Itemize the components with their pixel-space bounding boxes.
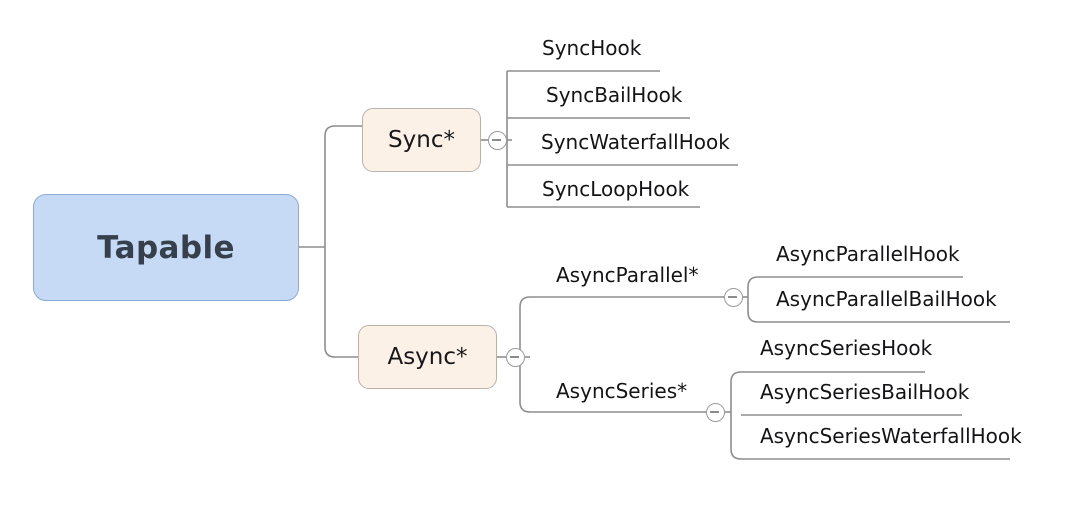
collapse-minus-icon-asyncseries[interactable] — [706, 403, 725, 422]
leaf-asyncserieswaterfallhook[interactable]: AsyncSeriesWaterfallHook — [760, 426, 1022, 452]
node-sync[interactable]: Sync* — [362, 108, 481, 172]
leaf-synchook[interactable]: SyncHook — [542, 38, 641, 64]
corner-asyncserieshook — [730, 371, 742, 383]
corner-asyncserieswaterfallhook — [730, 448, 742, 460]
corner-asyncparallelhook — [747, 276, 759, 288]
leaf-syncbailhook-label: SyncBailHook — [546, 83, 683, 107]
subbranch-asyncparallel-label: AsyncParallel* — [556, 263, 699, 287]
subbranch-asyncseries[interactable]: AsyncSeries* — [556, 381, 687, 407]
leaf-synchook-label: SyncHook — [542, 36, 642, 60]
leaf-syncwaterfallhook[interactable]: SyncWaterfallHook — [541, 132, 730, 158]
leaf-syncbailhook[interactable]: SyncBailHook — [546, 85, 682, 111]
subbranch-asyncseries-label: AsyncSeries* — [556, 379, 688, 403]
node-sync-label: Sync* — [388, 127, 455, 153]
leaf-syncloophook-label: SyncLoopHook — [542, 177, 690, 201]
leaf-asyncparallelhook-label: AsyncParallelHook — [776, 242, 960, 266]
leaf-syncwaterfallhook-label: SyncWaterfallHook — [541, 130, 730, 154]
leaf-asyncparallelhook[interactable]: AsyncParallelHook — [776, 244, 960, 270]
corner-asyncparallel — [519, 296, 531, 308]
leaf-asyncserieshook-label: AsyncSeriesHook — [760, 336, 933, 360]
node-async-label: Async* — [387, 344, 468, 370]
node-tapable[interactable]: Tapable — [33, 194, 299, 301]
leaf-asyncparallelbailhook[interactable]: AsyncParallelBailHook — [776, 289, 997, 315]
leaf-syncloophook[interactable]: SyncLoopHook — [542, 179, 689, 205]
collapse-minus-icon-asyncparallel[interactable] — [724, 288, 743, 307]
collapse-minus-icon-async[interactable] — [506, 348, 525, 367]
leaf-asyncseriesbailhook[interactable]: AsyncSeriesBailHook — [760, 382, 969, 408]
leaf-asyncseriesbailhook-label: AsyncSeriesBailHook — [760, 380, 970, 404]
node-tapable-label: Tapable — [97, 229, 235, 266]
corner-asyncparallelbailhook — [747, 311, 759, 323]
leaf-asyncserieshook[interactable]: AsyncSeriesHook — [760, 338, 932, 364]
collapse-minus-icon-sync[interactable] — [488, 131, 507, 150]
subbranch-asyncparallel[interactable]: AsyncParallel* — [556, 265, 698, 291]
leaf-asyncserieswaterfallhook-label: AsyncSeriesWaterfallHook — [760, 424, 1022, 448]
node-async[interactable]: Async* — [358, 325, 497, 389]
edge-root-to-sync — [324, 125, 362, 247]
corner-asyncseries — [519, 401, 531, 413]
leaf-asyncparallelbailhook-label: AsyncParallelBailHook — [776, 287, 997, 311]
edge-root-to-async — [324, 247, 358, 358]
